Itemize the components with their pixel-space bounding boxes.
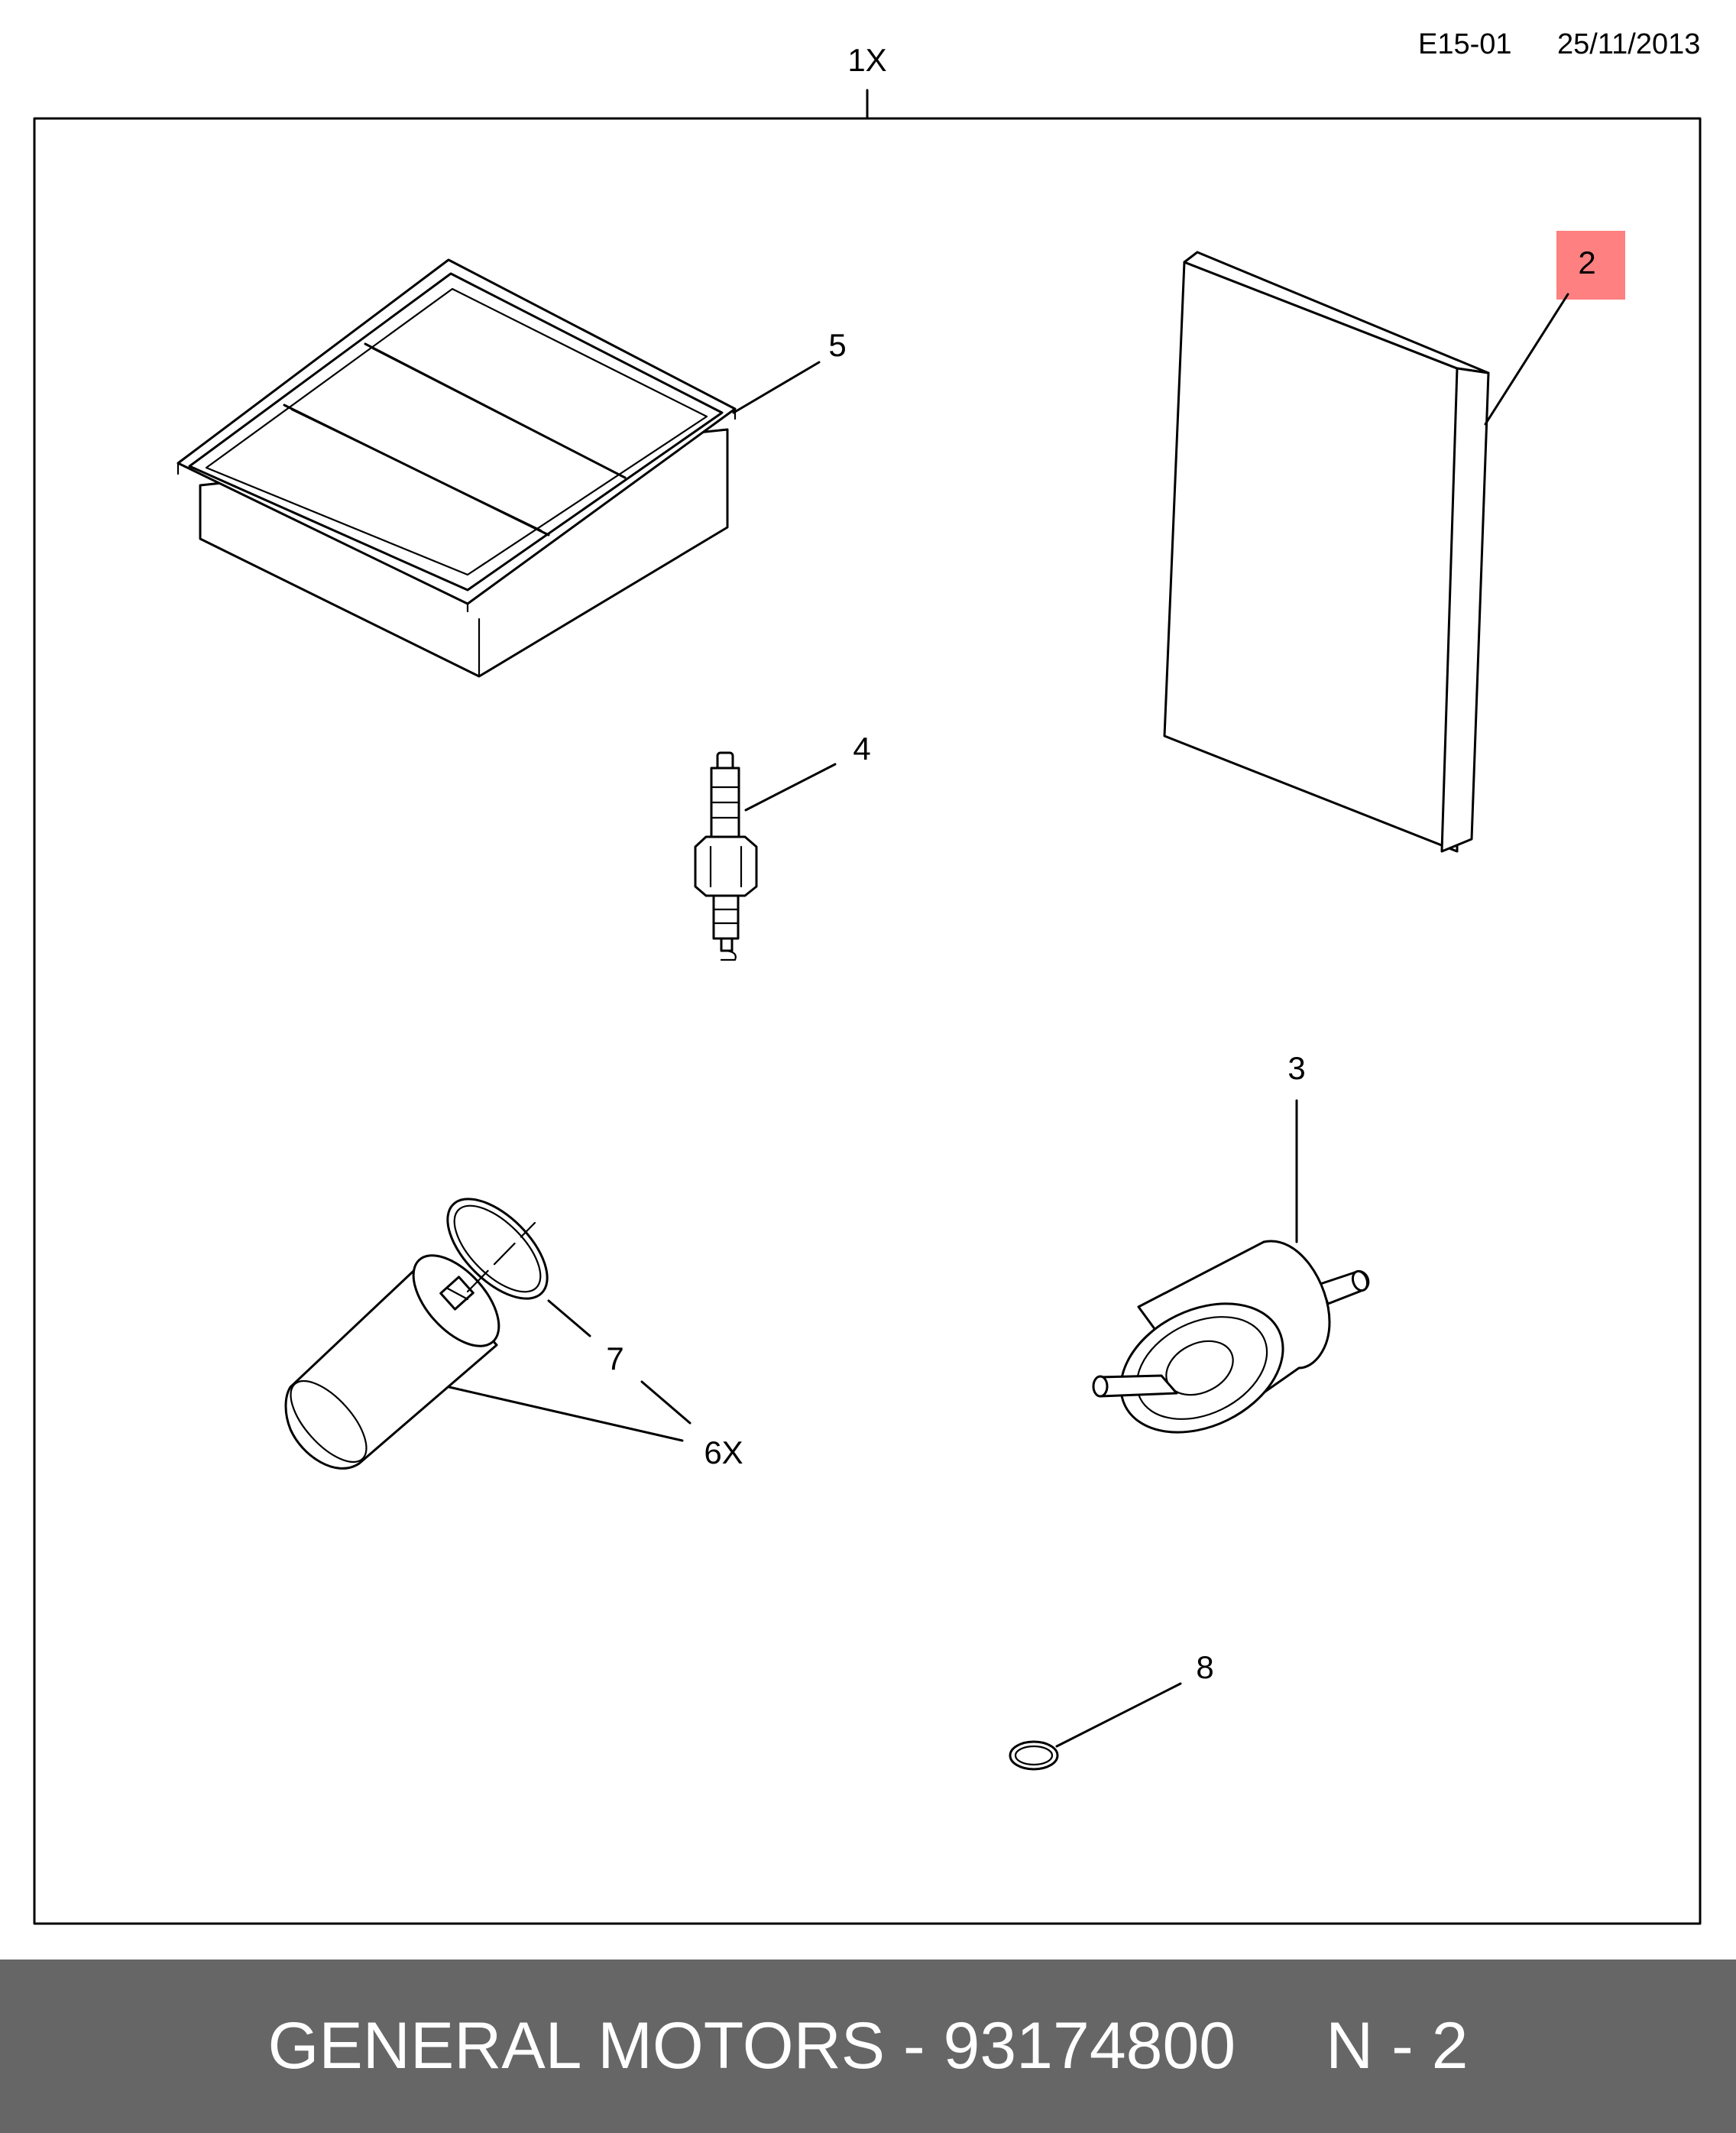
drawing-date: 25/11/2013 <box>1557 28 1700 60</box>
leader-drain-washer <box>1055 1682 1182 1748</box>
fuel-filter-drawing <box>1092 1240 1370 1434</box>
leader-air-filter <box>732 361 821 414</box>
callout-air-filter: 5 <box>828 327 846 363</box>
spark-plug-drawing <box>694 751 758 961</box>
callout-drain-washer: 8 <box>1196 1649 1213 1685</box>
callout-spark-plug: 4 <box>853 731 870 767</box>
drawing-code: E15-01 <box>1418 28 1512 60</box>
drain-washer-drawing <box>1009 1740 1059 1771</box>
callout-oil-filter: 6X <box>704 1434 743 1470</box>
callout-fuel-filter: 3 <box>1287 1050 1305 1086</box>
kit-quantity-label: 1X <box>847 42 886 78</box>
cabin-filter-drawing <box>1163 251 1490 853</box>
air-filter-drawing <box>177 258 737 678</box>
leader-cabin-filter <box>1484 293 1569 426</box>
callout-oil-filter-seal: 7 <box>606 1340 623 1376</box>
leader-oil-filter-a <box>640 1380 691 1425</box>
leader-oil-filter-seal <box>547 1299 591 1337</box>
parts-diagram: E15-01 25/11/2013 1X 5 2 <box>33 28 1702 1925</box>
footer-part-number: GENERAL MOTORS - 93174800 <box>267 2009 1236 2083</box>
leader-spark-plug <box>744 763 837 812</box>
kit-frame <box>33 117 1702 1925</box>
footer-page-number: N - 2 <box>1326 2009 1469 2083</box>
callout-cabin-filter-highlight <box>1556 231 1625 300</box>
callout-cabin-filter: 2 <box>1578 245 1595 280</box>
footer-bar: GENERAL MOTORS - 93174800 N - 2 <box>0 1960 1736 2133</box>
drain-washer-inner <box>1014 1745 1054 1766</box>
oil-filter-seal-inner <box>453 1204 542 1293</box>
leader-oil-filter-b <box>448 1386 684 1442</box>
oil-filter-drawing <box>284 1221 536 1470</box>
oil-filter-seal-drawing <box>446 1198 549 1300</box>
footer-text: GENERAL MOTORS - 93174800 N - 2 <box>267 2008 1468 2084</box>
